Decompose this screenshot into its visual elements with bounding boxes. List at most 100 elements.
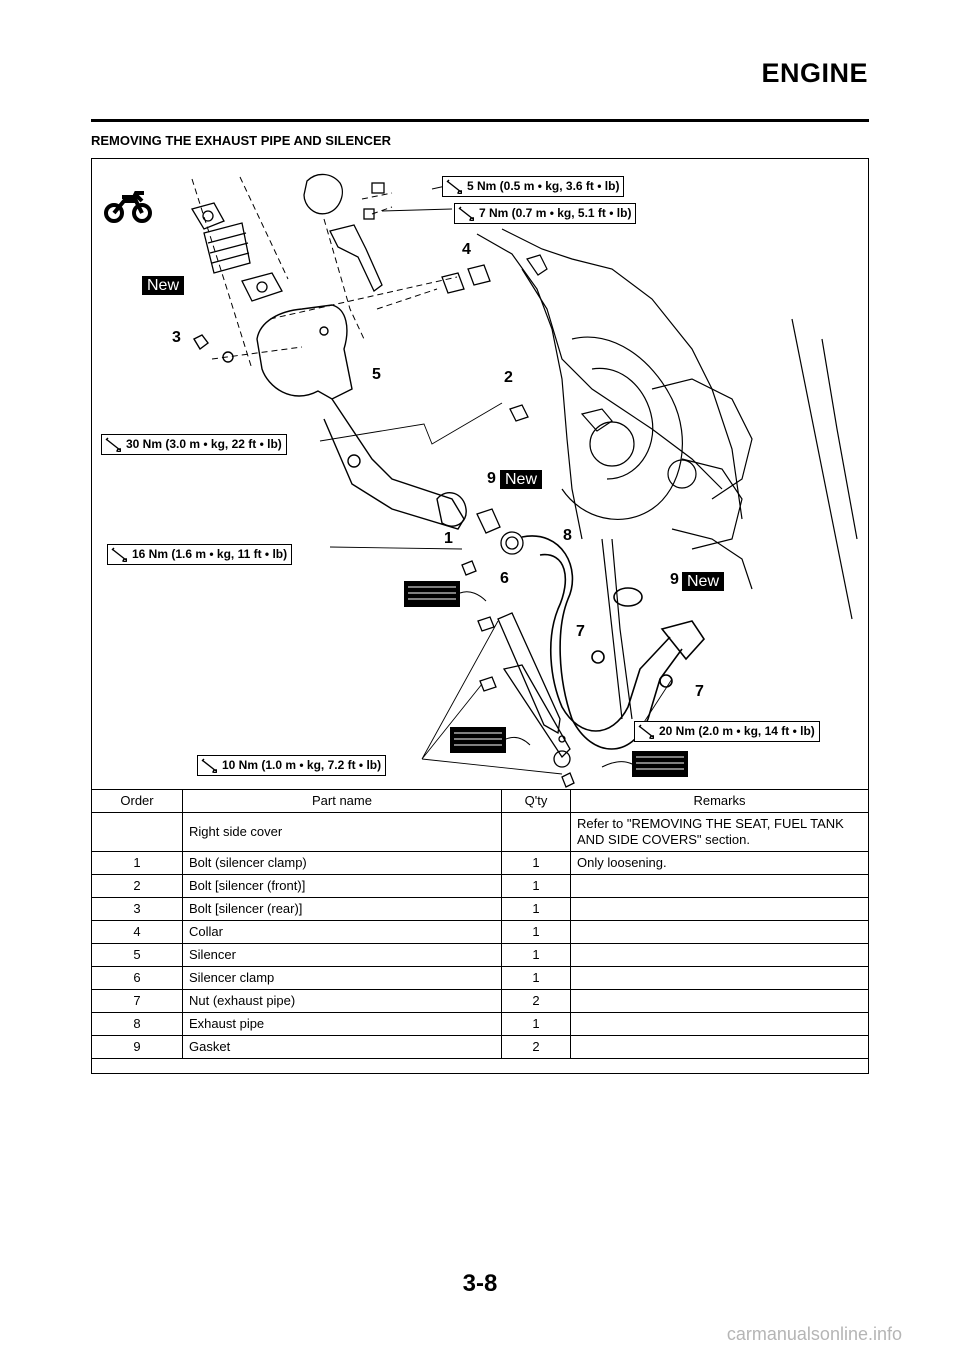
cell-qty [501, 812, 571, 852]
callout-5: 5 [372, 366, 381, 383]
cell-remarks [570, 1035, 869, 1059]
table-row: 5 Silencer 1 [91, 943, 869, 967]
tool-tag-lines [408, 586, 684, 770]
cell-order: 2 [91, 874, 183, 898]
torque-spec-30nm: 30 Nm (3.0 m • kg, 22 ft • lb) [101, 434, 287, 455]
cell-remarks [570, 897, 869, 921]
callout-6: 6 [500, 570, 509, 587]
col-qty: Q'ty [501, 789, 571, 813]
cell-remarks [570, 943, 869, 967]
cell-order: 3 [91, 897, 183, 921]
exploded-diagram: 5 Nm (0.5 m • kg, 3.6 ft • lb) 7 Nm (0.7… [92, 159, 868, 789]
cell-remarks [570, 966, 869, 990]
diagram-drawing [102, 173, 858, 788]
torque-spec-5nm: 5 Nm (0.5 m • kg, 3.6 ft • lb) [442, 176, 625, 197]
cell-qty: 1 [501, 1012, 571, 1036]
cell-order: 1 [91, 851, 183, 875]
table-row: 6 Silencer clamp 1 [91, 966, 869, 990]
new-part-badge: New [682, 572, 725, 591]
content-frame [91, 158, 869, 1074]
cell-qty: 1 [501, 851, 571, 875]
torque-spec-16nm: 16 Nm (1.6 m • kg, 11 ft • lb) [107, 544, 293, 565]
cell-qty: 2 [501, 1035, 571, 1059]
callout-4: 4 [462, 241, 471, 258]
torque-label: 10 Nm (1.0 m • kg, 7.2 ft • lb) [222, 758, 382, 772]
motorcycle-icon [102, 185, 154, 227]
cell-name: Nut (exhaust pipe) [182, 989, 502, 1013]
leader-lines [319, 181, 673, 775]
silencer-end-parts [191, 173, 491, 302]
tool-tags [404, 581, 688, 777]
col-order: Order [91, 789, 183, 813]
wrench-icon [111, 547, 127, 562]
torque-label: 20 Nm (2.0 m • kg, 14 ft • lb) [659, 724, 815, 738]
cell-remarks [570, 989, 869, 1013]
cell-order: 6 [91, 966, 183, 990]
cell-remarks: Refer to "REMOVING THE SEAT, FUEL TANK A… [570, 812, 869, 852]
torque-label: 30 Nm (3.0 m • kg, 22 ft • lb) [126, 437, 282, 451]
cell-name: Silencer clamp [182, 966, 502, 990]
col-part-name: Part name [182, 789, 502, 813]
table-header-row: Order Part name Q'ty Remarks [91, 789, 869, 813]
torque-label: 16 Nm (1.6 m • kg, 11 ft • lb) [132, 547, 288, 561]
assembly-lines [191, 176, 458, 370]
table-row: 1 Bolt (silencer clamp) 1 Only loosening… [91, 851, 869, 875]
cell-order [91, 812, 183, 852]
cell-remarks [570, 874, 869, 898]
cell-order: 7 [91, 989, 183, 1013]
cell-name: Right side cover [182, 812, 502, 852]
callout-1: 1 [444, 530, 453, 547]
callout-7b: 7 [695, 683, 704, 700]
wrench-icon [105, 437, 121, 452]
cell-qty: 1 [501, 920, 571, 944]
new-part-badge: New [142, 276, 185, 295]
cell-remarks [570, 920, 869, 944]
frame-outline [476, 228, 858, 720]
cell-name: Collar [182, 920, 502, 944]
cell-name: Bolt [silencer (rear)] [182, 897, 502, 921]
cell-name: Bolt [silencer (front)] [182, 874, 502, 898]
wrench-icon [638, 724, 654, 739]
section-title: REMOVING THE EXHAUST PIPE AND SILENCER [91, 133, 391, 148]
tool-tag-arrows [459, 591, 633, 768]
torque-label: 7 Nm (0.7 m • kg, 5.1 ft • lb) [479, 206, 632, 220]
callout-2: 2 [504, 369, 513, 386]
cell-order: 5 [91, 943, 183, 967]
cell-name: Gasket [182, 1035, 502, 1059]
wrench-icon [201, 758, 217, 773]
torque-spec-20nm: 20 Nm (2.0 m • kg, 14 ft • lb) [634, 721, 820, 742]
table-row: 8 Exhaust pipe 1 [91, 1012, 869, 1036]
table-row: 2 Bolt [silencer (front)] 1 [91, 874, 869, 898]
silencer [193, 304, 467, 530]
cell-qty: 1 [501, 966, 571, 990]
cell-qty: 1 [501, 897, 571, 921]
cell-name: Silencer [182, 943, 502, 967]
heat-guard [477, 612, 575, 788]
callout-9b: 9 [670, 571, 679, 588]
torque-spec-7nm: 7 Nm (0.7 m • kg, 5.1 ft • lb) [454, 203, 637, 224]
page-header-title: ENGINE [761, 58, 868, 88]
cell-remarks [570, 1012, 869, 1036]
callout-8: 8 [563, 527, 572, 544]
clamp-parts [461, 404, 529, 576]
cell-name: Exhaust pipe [182, 1012, 502, 1036]
table-row: Right side cover Refer to "REMOVING THE … [91, 812, 869, 852]
torque-spec-10nm: 10 Nm (1.0 m • kg, 7.2 ft • lb) [197, 755, 387, 776]
cell-order: 4 [91, 920, 183, 944]
wrench-icon [458, 206, 474, 221]
callout-7: 7 [576, 623, 585, 640]
torque-label: 5 Nm (0.5 m • kg, 3.6 ft • lb) [467, 179, 620, 193]
exhaust-pipe [521, 535, 706, 750]
header-rule [91, 119, 869, 122]
footer-watermark: carmanualsonline.info [726, 1324, 902, 1344]
cell-order: 8 [91, 1012, 183, 1036]
callout-9: 9 [487, 470, 496, 487]
cell-qty: 1 [501, 874, 571, 898]
cell-remarks: Only loosening. [570, 851, 869, 875]
wrench-icon [446, 179, 462, 194]
table-row: 7 Nut (exhaust pipe) 2 [91, 989, 869, 1013]
table-row: 3 Bolt [silencer (rear)] 1 [91, 897, 869, 921]
parts-table: Order Part name Q'ty Remarks Right side … [91, 789, 869, 1059]
page-number: 3-8 [462, 1270, 498, 1297]
cell-name: Bolt (silencer clamp) [182, 851, 502, 875]
